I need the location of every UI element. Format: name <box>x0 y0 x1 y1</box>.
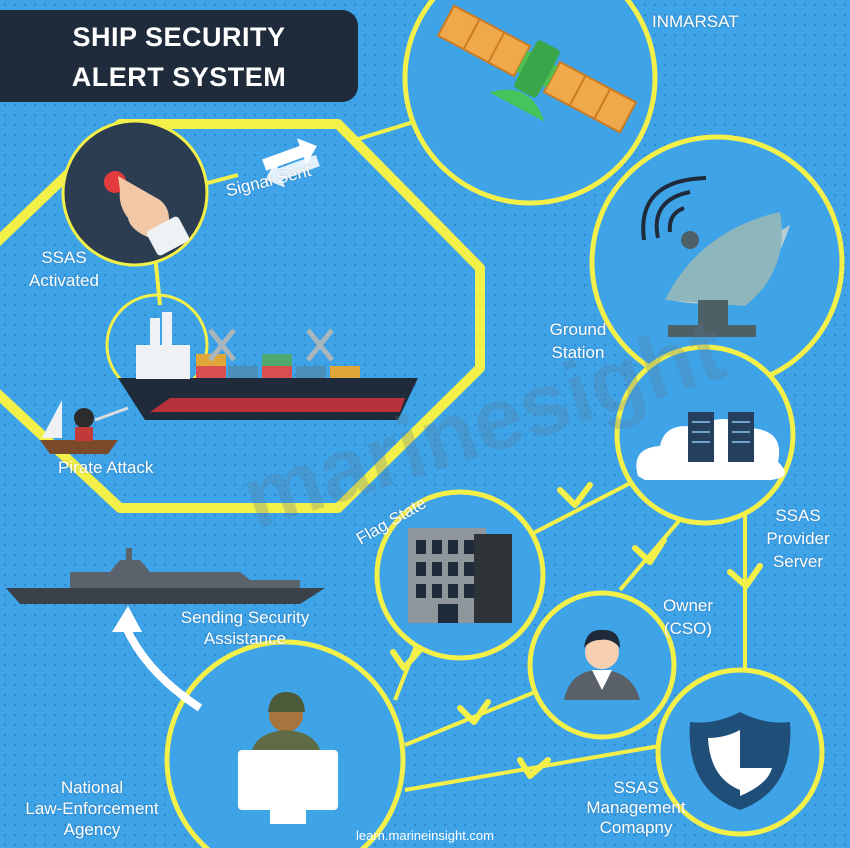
label-ssas-activated-1: SSAS <box>41 248 87 267</box>
label-mgmt-2: Management <box>586 798 686 817</box>
label-owner-1: Owner <box>662 596 714 615</box>
label-sending-1: Sending Security <box>180 608 310 627</box>
label-national-1: National <box>60 778 124 797</box>
label-ground-station-1: Ground <box>549 320 607 339</box>
label-ssas-activated-2: Activated <box>29 271 99 290</box>
label-provider-3: Server <box>772 552 824 571</box>
label-national-2: Law-Enforcement <box>25 799 159 818</box>
signal-arrows-icon <box>262 138 320 188</box>
satellite-dish-icon <box>641 176 790 337</box>
title-line-1: SHIP SECURITY <box>72 22 286 52</box>
label-provider-2: Provider <box>766 529 830 548</box>
label-national-3: Agency <box>63 820 121 839</box>
title-line-2: ALERT SYSTEM <box>71 62 287 92</box>
shield-icon <box>689 712 791 810</box>
label-owner-2: (CSO) <box>663 619 713 638</box>
label-pirate-attack: Pirate Attack <box>58 458 154 477</box>
soldier-computer-icon <box>238 692 338 824</box>
footer-url: learn.marineinsight.com <box>355 828 494 843</box>
title-banner: SHIP SECURITY ALERT SYSTEM <box>0 10 358 102</box>
ship-zone-octagon <box>0 119 485 513</box>
label-sending-2: Assistance <box>203 629 287 648</box>
pirate-boat-icon <box>40 400 129 454</box>
satellite-icon <box>436 4 638 134</box>
finger-press-icon <box>104 171 190 256</box>
building-icon <box>408 528 512 623</box>
cloud-server-icon <box>636 412 785 480</box>
label-inmarsat: INMARSAT <box>652 12 739 31</box>
warship-icon <box>6 548 325 604</box>
owner-avatar-icon <box>564 629 640 700</box>
label-provider-1: SSAS <box>775 506 821 525</box>
assistance-arrow <box>112 606 203 712</box>
label-mgmt-1: SSAS <box>613 778 659 797</box>
label-ground-station-2: Station <box>551 343 605 362</box>
label-mgmt-3: Comapny <box>599 818 673 837</box>
cargo-ship-icon <box>118 312 418 420</box>
